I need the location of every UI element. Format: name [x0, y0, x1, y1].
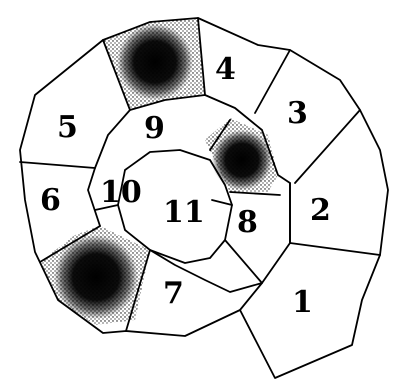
edge-11-8 [212, 200, 232, 205]
edge-1-7 [240, 283, 262, 310]
edge-4-3 [255, 50, 290, 113]
region-label-3: 3 [287, 96, 308, 131]
edge-8-right [230, 192, 280, 195]
region-label-4: 4 [215, 52, 236, 87]
region-label-9: 9 [144, 111, 165, 146]
region-label-10: 10 [100, 175, 142, 210]
region-label-7: 7 [163, 276, 184, 311]
edge-8-bottom [225, 240, 262, 283]
region-label-2: 2 [310, 193, 331, 228]
region-label-11: 11 [163, 195, 205, 230]
stipple-blob-bottom-left [40, 226, 150, 325]
stipple-blobs [40, 18, 278, 325]
region-label-5: 5 [57, 110, 78, 145]
stipple-blob-right [205, 118, 278, 192]
region-label-8: 8 [237, 205, 258, 240]
edge-5-6 [20, 162, 95, 168]
region-label-1: 1 [292, 285, 313, 320]
edge-2-1 [290, 243, 380, 255]
region-label-6: 6 [40, 183, 61, 218]
